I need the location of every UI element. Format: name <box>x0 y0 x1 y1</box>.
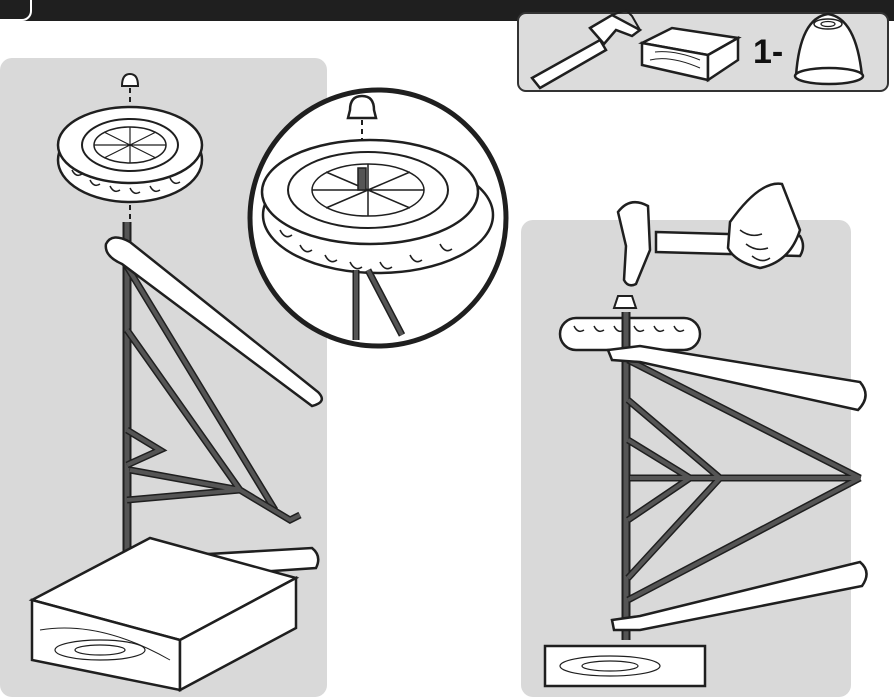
hubcap-quantity: 1- <box>753 33 784 71</box>
hubcap-icon <box>793 12 865 86</box>
detail-zoom-circle <box>247 87 509 349</box>
step-number-tab <box>0 0 32 21</box>
wheel-left <box>56 105 204 204</box>
wood-block-icon <box>638 26 742 83</box>
wood-block-left <box>28 536 300 693</box>
hammer-icon <box>530 8 643 90</box>
wheelbarrow-frame-right <box>606 312 868 640</box>
hubcap-left <box>120 72 140 87</box>
wood-block-right <box>543 644 707 688</box>
hammer-in-hand <box>616 182 805 287</box>
hubcap-right <box>612 295 638 309</box>
